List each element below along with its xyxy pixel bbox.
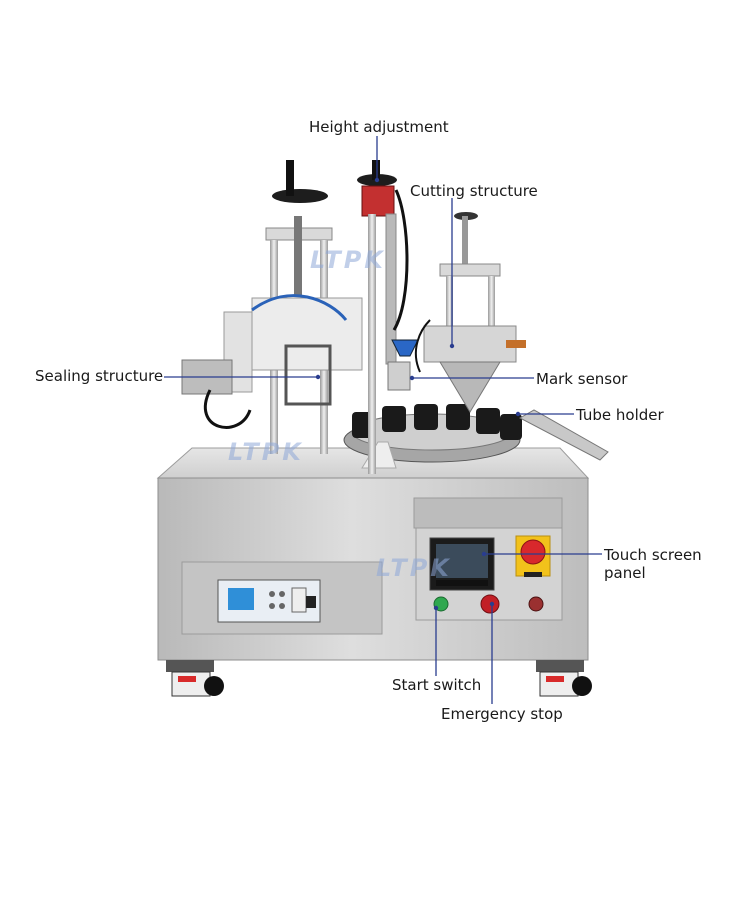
label-touch-screen-line1: Touch screen <box>604 546 702 564</box>
temperature-controller <box>217 579 321 623</box>
label-emergency-stop: Emergency stop <box>441 705 563 723</box>
tube-holder-ramp <box>518 409 609 461</box>
watermark-top: LTPK <box>310 246 386 274</box>
caster-right <box>536 660 592 697</box>
cutting-column <box>414 212 526 413</box>
leader-touch-screen-dot <box>481 551 487 557</box>
touch-screen-panel <box>429 537 495 591</box>
leader-lines <box>164 136 602 704</box>
label-tube-holder: Tube holder <box>576 406 664 424</box>
emergency-stop-housing <box>515 535 551 577</box>
caster-left <box>166 660 224 697</box>
label-mark-sensor: Mark sensor <box>536 370 628 388</box>
leader-tube-holder-dot <box>515 411 521 417</box>
leader-emergency-stop-dot <box>489 601 495 607</box>
leader-height-adjustment-dot <box>374 177 380 183</box>
watermark-panel: LTPK <box>376 554 452 582</box>
watermark-middle: LTPK <box>228 438 304 466</box>
label-start-switch: Start switch <box>392 676 482 694</box>
leader-cutting-structure-dot <box>449 343 455 349</box>
leader-sealing-structure-dot <box>315 374 321 380</box>
sealing-column <box>181 160 363 454</box>
label-cutting-structure: Cutting structure <box>410 182 538 200</box>
turntable <box>343 404 522 469</box>
label-touch-screen-line2: panel <box>604 564 646 582</box>
leader-mark-sensor-dot <box>409 375 415 381</box>
leader-start-switch-dot <box>433 605 439 611</box>
label-height-adjustment: Height adjustment <box>309 118 449 136</box>
label-sealing-structure: Sealing structure <box>35 367 164 385</box>
indicator-button <box>528 596 544 612</box>
